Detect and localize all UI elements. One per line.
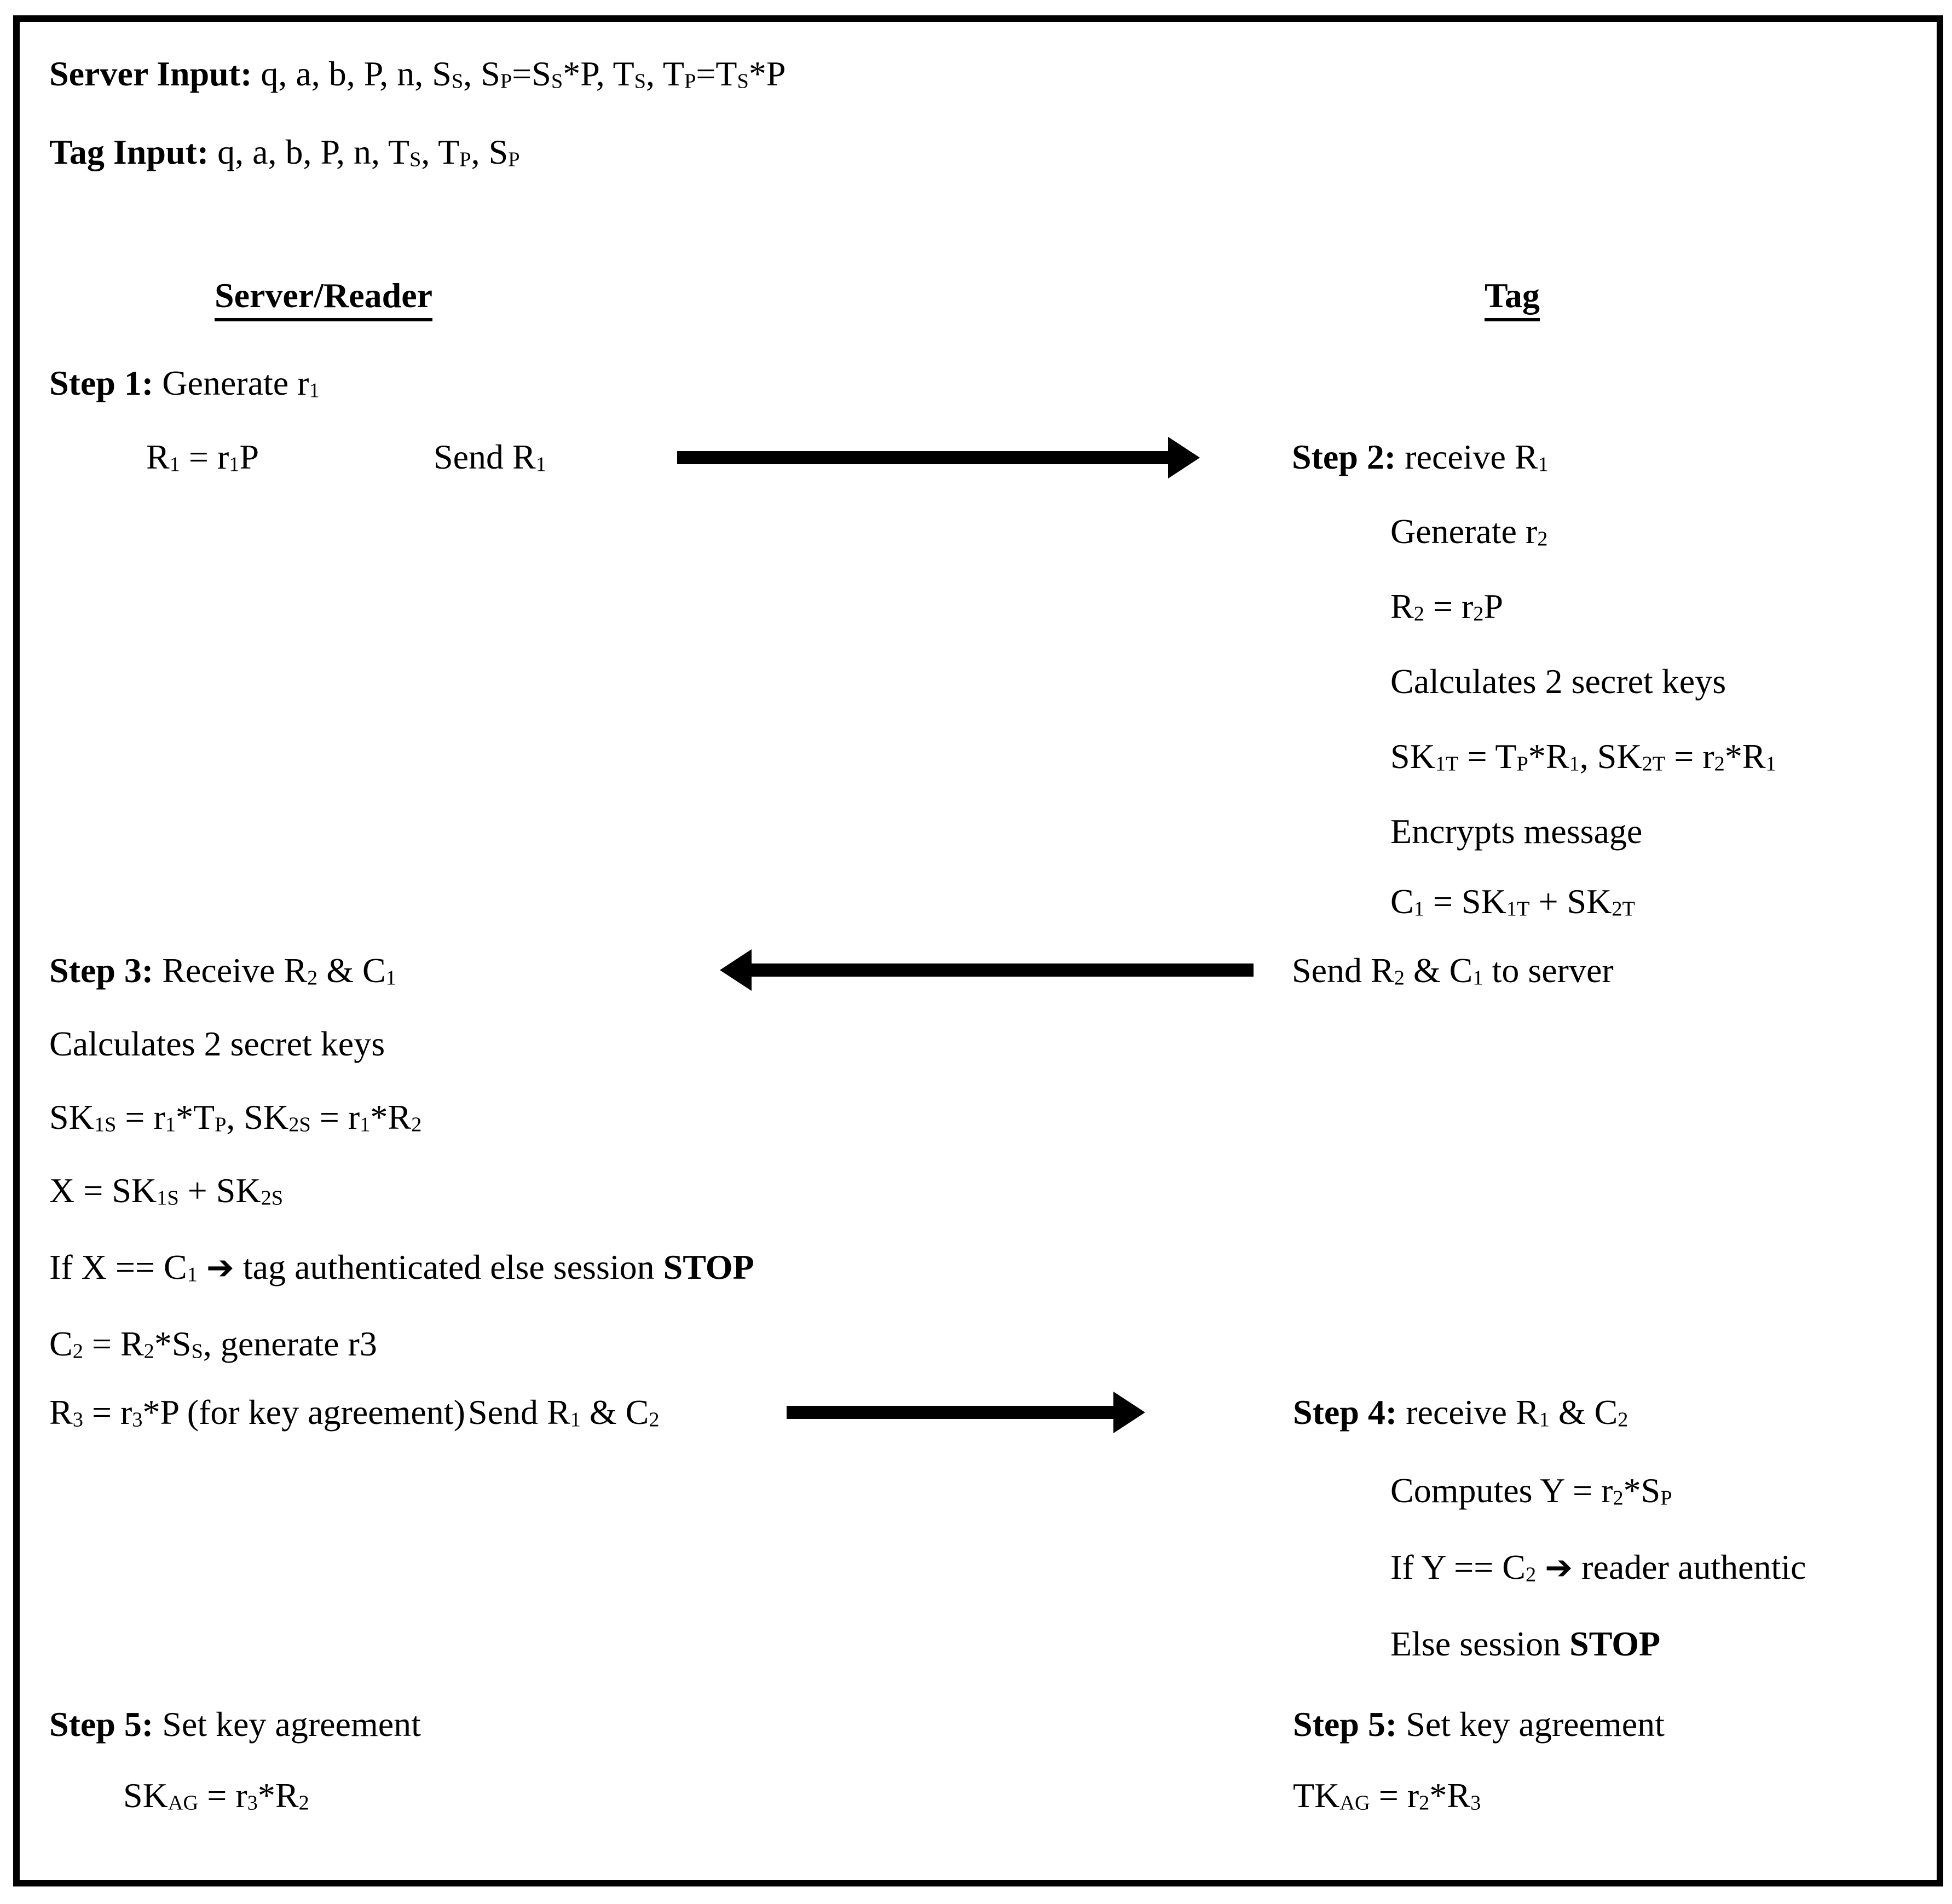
step3-text: Receive R2 & C1 bbox=[153, 951, 396, 990]
tag-input-value: q, a, b, P, n, TS, TP, SP bbox=[209, 132, 520, 171]
tag-else-pre: Else session bbox=[1390, 1624, 1570, 1663]
tag-auth-post: reader authentic bbox=[1573, 1548, 1806, 1586]
tag-input-line: Tag Input: q, a, b, P, n, TS, TP, SP bbox=[49, 132, 520, 171]
auth-check-pre: If X == C1 bbox=[49, 1248, 198, 1286]
step2-text: receive R1 bbox=[1396, 437, 1549, 476]
step3-line: Step 3: Receive R2 & C1 bbox=[49, 951, 396, 990]
flow-arrow-icon: ➔ bbox=[206, 1249, 234, 1287]
send-r1-c2-arrowhead-icon bbox=[1113, 1392, 1145, 1433]
tag-input-label: Tag Input: bbox=[49, 132, 209, 171]
step4-text: receive R1 & C2 bbox=[1397, 1393, 1628, 1432]
step2-label: Step 2: bbox=[1292, 437, 1396, 476]
tag-line-c1-eq: C1 = SK1T + SK2T bbox=[1390, 882, 1636, 921]
step1-text: Generate r1 bbox=[153, 364, 320, 402]
flow-arrow-icon: ➔ bbox=[1545, 1549, 1573, 1587]
tag-column-title: Tag bbox=[1485, 276, 1540, 321]
tag-column-header: Tag bbox=[1485, 276, 1540, 321]
r1-equation: R1 = r1P bbox=[146, 437, 259, 476]
send-r1-arrow bbox=[677, 437, 1200, 478]
server-input-value: q, a, b, P, n, SS, SP=SS*P, TS, TP=TS*P bbox=[252, 54, 786, 93]
send-r1-c2-arrow-shaft bbox=[787, 1406, 1118, 1419]
server-sk-eq: SK1S = r1*TP, SK2S = r1*R2 bbox=[49, 1098, 422, 1136]
server-auth-check-line: If X == C1 ➔ tag authenticated else sess… bbox=[49, 1248, 754, 1286]
server-r3-eq: R3 = r3*P (for key agreement) bbox=[49, 1393, 465, 1432]
auth-check-post: tag authenticated else session bbox=[234, 1248, 663, 1286]
server-step5-line: Step 5: Set key agreement bbox=[49, 1705, 421, 1744]
server-calc-keys: Calculates 2 secret keys bbox=[49, 1024, 385, 1063]
diagram-border bbox=[13, 15, 1943, 1886]
tag-auth-pre: If Y == C2 bbox=[1390, 1548, 1537, 1586]
server-input-line: Server Input: q, a, b, P, n, SS, SP=SS*P… bbox=[49, 54, 786, 93]
server-skag-eq: SKAG = r3*R2 bbox=[123, 1776, 309, 1815]
server-step5-text: Set key agreement bbox=[153, 1705, 421, 1744]
tag-else-stop-line: Else session STOP bbox=[1390, 1624, 1661, 1663]
tag-line-generate-r2: Generate r2 bbox=[1390, 512, 1548, 551]
send-r1-arrow-shaft bbox=[677, 451, 1173, 464]
server-column-title: Server/Reader bbox=[215, 276, 433, 321]
tag-step5-line: Step 5: Set key agreement bbox=[1293, 1705, 1665, 1744]
auth-check-stop: STOP bbox=[663, 1248, 754, 1286]
tag-line-encrypts: Encrypts message bbox=[1390, 812, 1643, 851]
tag-line-r2-eq: R2 = r2P bbox=[1390, 587, 1504, 626]
send-r2-c1-text: Send R2 & C1 to server bbox=[1292, 951, 1614, 990]
send-r2-c1-arrowhead-icon bbox=[720, 949, 752, 991]
tag-step5-text: Set key agreement bbox=[1397, 1705, 1665, 1744]
step3-label: Step 3: bbox=[49, 951, 154, 990]
server-input-label: Server Input: bbox=[49, 54, 252, 93]
step1-line: Step 1: Generate r1 bbox=[49, 364, 320, 402]
step4-line: Step 4: receive R1 & C2 bbox=[1293, 1393, 1628, 1432]
tag-computes-y: Computes Y = r2*SP bbox=[1390, 1471, 1672, 1510]
tag-tkag-eq: TKAG = r2*R3 bbox=[1293, 1776, 1481, 1815]
server-step5-label: Step 5: bbox=[49, 1705, 154, 1744]
send-r1-c2-text: Send R1 & C2 bbox=[468, 1393, 660, 1432]
step1-label: Step 1: bbox=[49, 364, 154, 402]
tag-line-sk-eq: SK1T = TP*R1, SK2T = r2*R1 bbox=[1390, 737, 1776, 776]
send-r2-c1-arrow-shaft bbox=[747, 963, 1254, 977]
send-r2-c1-arrow bbox=[720, 949, 1254, 991]
tag-auth-check-line: If Y == C2 ➔ reader authentic bbox=[1390, 1548, 1806, 1586]
tag-step5-label: Step 5: bbox=[1293, 1705, 1397, 1744]
send-r1-c2-arrow bbox=[787, 1392, 1145, 1433]
send-r1-text: Send R1 bbox=[434, 437, 546, 476]
server-c2-eq: C2 = R2*SS, generate r3 bbox=[49, 1324, 377, 1363]
step4-label: Step 4: bbox=[1293, 1393, 1397, 1432]
tag-else-stop: STOP bbox=[1569, 1624, 1661, 1663]
step2-line: Step 2: receive R1 bbox=[1292, 437, 1549, 476]
server-x-eq: X = SK1S + SK2S bbox=[49, 1171, 284, 1210]
server-column-header: Server/Reader bbox=[215, 276, 433, 321]
tag-line-calc-keys: Calculates 2 secret keys bbox=[1390, 662, 1726, 701]
send-r1-arrowhead-icon bbox=[1168, 437, 1200, 478]
